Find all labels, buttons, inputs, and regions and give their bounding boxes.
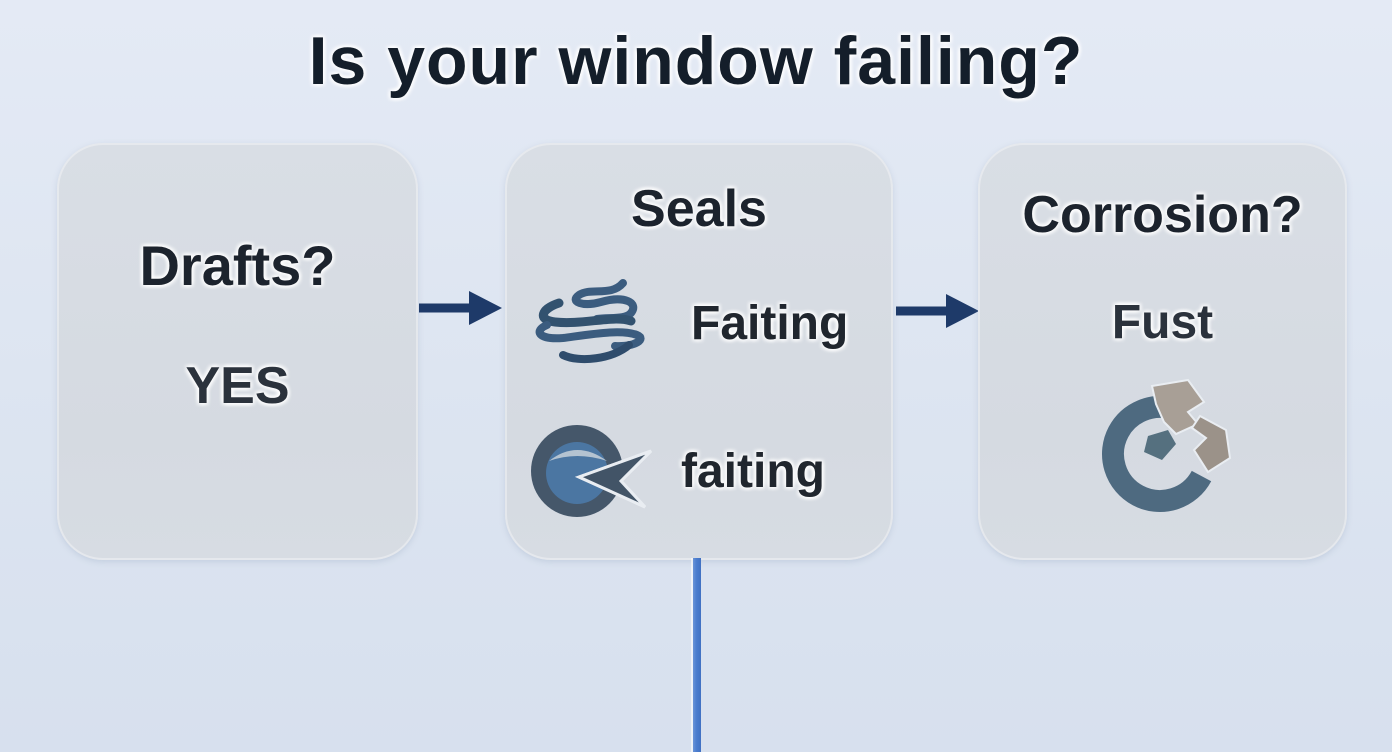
seals-item-label: Faiting: [691, 296, 849, 350]
node-seals: Seals Faiting faiting: [505, 143, 893, 560]
corrosion-disc-icon: [1101, 378, 1231, 512]
seals-title: Seals: [631, 180, 767, 238]
drafts-answer: YES: [185, 357, 290, 415]
node-corrosion: Corrosion? Fust: [978, 143, 1347, 560]
drafts-question: Drafts?: [139, 234, 336, 297]
corrosion-answer: Fust: [1111, 296, 1214, 349]
draft-swirl-icon: [535, 279, 645, 364]
seals-item-row: Faiting: [505, 271, 893, 375]
connector-line-down: [693, 558, 701, 752]
node-drafts: Drafts? YES: [57, 143, 418, 560]
seals-item-label: faiting: [681, 444, 825, 498]
seal-arrow-icon: [531, 425, 653, 517]
corrosion-title: Corrosion?: [1022, 186, 1303, 244]
arrow-right-icon: [419, 291, 502, 325]
corrosion-icon-wrap: [978, 378, 1347, 520]
page-title: Is your window failing?: [308, 23, 1084, 99]
arrow-right-icon: [896, 294, 979, 328]
seals-item-row: faiting: [505, 419, 893, 523]
